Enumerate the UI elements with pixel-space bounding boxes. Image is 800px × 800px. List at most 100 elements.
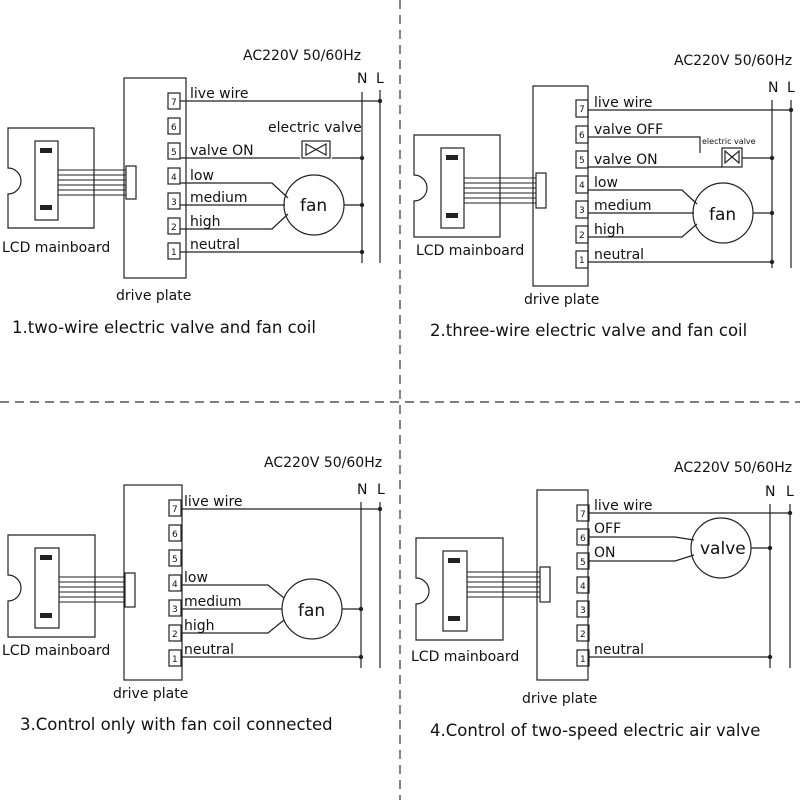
junction-dot: [359, 249, 365, 255]
low-wire: [588, 189, 698, 205]
lcd-pin: [446, 155, 458, 160]
low-label: low: [190, 168, 214, 184]
lcd-pin: [40, 613, 52, 618]
electric-valve-label: electric valve: [702, 137, 756, 146]
ribbon-connector: [535, 172, 547, 209]
panel-caption: 4.Control of two-speed electric air valv…: [430, 721, 760, 740]
live-wire-label: live wire: [594, 95, 653, 111]
terminal-number: 3: [171, 198, 177, 208]
medium-label: medium: [594, 198, 652, 214]
junction-dot: [767, 654, 773, 660]
terminal-number: 7: [172, 505, 178, 515]
drive-plate: [123, 77, 187, 279]
terminal-number: 4: [580, 582, 586, 592]
lcd-mainboard-label: LCD mainboard: [2, 643, 110, 659]
n-label: N: [768, 80, 778, 96]
junction-dot: [767, 545, 773, 551]
low-wire: [180, 182, 289, 199]
n-label: N: [357, 482, 367, 498]
live-wire-label: live wire: [184, 494, 243, 510]
terminal-number: 6: [579, 131, 585, 141]
drive-plate: [536, 489, 589, 681]
electric-valve-label: electric valve: [268, 120, 362, 136]
neutral-label: neutral: [594, 247, 644, 263]
junction-dot: [377, 506, 383, 512]
terminal-number: 5: [171, 148, 177, 158]
junction-dot: [358, 606, 364, 612]
junction-dot: [359, 155, 365, 161]
junction-dot: [358, 654, 364, 660]
terminal-number: 3: [580, 606, 586, 616]
ribbon-connector: [539, 566, 551, 603]
drive-plate-label: drive plate: [113, 686, 188, 702]
off-label: OFF: [594, 521, 621, 537]
medium-label: medium: [184, 594, 242, 610]
panel-caption: 2.three-wire electric valve and fan coil: [430, 321, 747, 340]
terminal-number: 6: [172, 530, 178, 540]
lcd-mainboard: [413, 134, 501, 238]
n-label: N: [765, 484, 775, 500]
terminal-number: 1: [579, 256, 585, 266]
terminal-block: 7 6 5 4 3 2 1: [576, 504, 590, 667]
supply-voltage: AC220V 50/60Hz: [243, 48, 361, 64]
on-wire: [589, 554, 695, 562]
terminal-block: 7 6 5 4 3 2 1: [575, 99, 589, 269]
neutral-label: neutral: [594, 642, 644, 658]
terminal-number: 3: [172, 605, 178, 615]
neutral-label: neutral: [184, 642, 234, 658]
lcd-pin: [40, 205, 52, 210]
junction-dot: [787, 510, 793, 516]
low-label: low: [184, 570, 208, 586]
terminal-number: 5: [579, 156, 585, 166]
terminal-number: 3: [579, 206, 585, 216]
high-label: high: [184, 618, 215, 634]
ribbon-cable: [59, 576, 125, 603]
ribbon-connector: [125, 165, 137, 200]
on-label: ON: [594, 545, 616, 561]
low-label: low: [594, 175, 618, 191]
lcd-pin: [448, 616, 460, 621]
junction-dot: [769, 155, 775, 161]
live-wire-label: live wire: [190, 86, 249, 102]
terminal-number: 5: [172, 555, 178, 565]
fan-label: fan: [709, 205, 736, 225]
junction-dot: [769, 210, 775, 216]
terminal-number: 1: [171, 248, 177, 258]
terminal-number: 4: [579, 181, 585, 191]
terminal-number: 5: [580, 558, 586, 568]
high-wire: [588, 223, 698, 238]
valve-label: valve: [700, 539, 746, 559]
live-wire-label: live wire: [594, 498, 653, 514]
high-wire: [181, 619, 285, 634]
fan-label: fan: [300, 196, 327, 216]
high-label: high: [190, 214, 221, 230]
electric-valve-icon: [721, 147, 743, 168]
valve-off-wire: [588, 136, 701, 153]
panel-4: AC220V 50/60Hz N L LCD mainboard drive p…: [411, 460, 794, 740]
n-label: N: [357, 71, 367, 87]
drive-plate-label: drive plate: [524, 292, 599, 308]
l-label: L: [787, 80, 795, 96]
drive-plate-label: drive plate: [116, 288, 191, 304]
terminal-number: 7: [579, 105, 585, 115]
drive-plate: [123, 484, 183, 681]
lcd-mainboard: [7, 534, 96, 638]
terminal-number: 6: [580, 534, 586, 544]
drive-plate-label: drive plate: [522, 691, 597, 707]
panel-caption: 3.Control only with fan coil connected: [20, 715, 333, 734]
lcd-pin: [40, 148, 52, 153]
l-label: L: [376, 71, 384, 87]
lcd-mainboard-label: LCD mainboard: [2, 240, 110, 256]
l-label: L: [377, 482, 385, 498]
terminal-number: 1: [580, 655, 586, 665]
ribbon-cable: [464, 177, 536, 204]
junction-dot: [769, 259, 775, 265]
electric-valve-icon: [301, 140, 331, 159]
off-wire: [589, 536, 695, 541]
terminal-block: 7 6 5 4 3 2 1: [168, 499, 182, 667]
terminal-number: 4: [171, 173, 177, 183]
ribbon-cable: [58, 169, 126, 196]
terminal-number: 2: [171, 223, 177, 233]
terminal-number: 1: [172, 655, 178, 665]
